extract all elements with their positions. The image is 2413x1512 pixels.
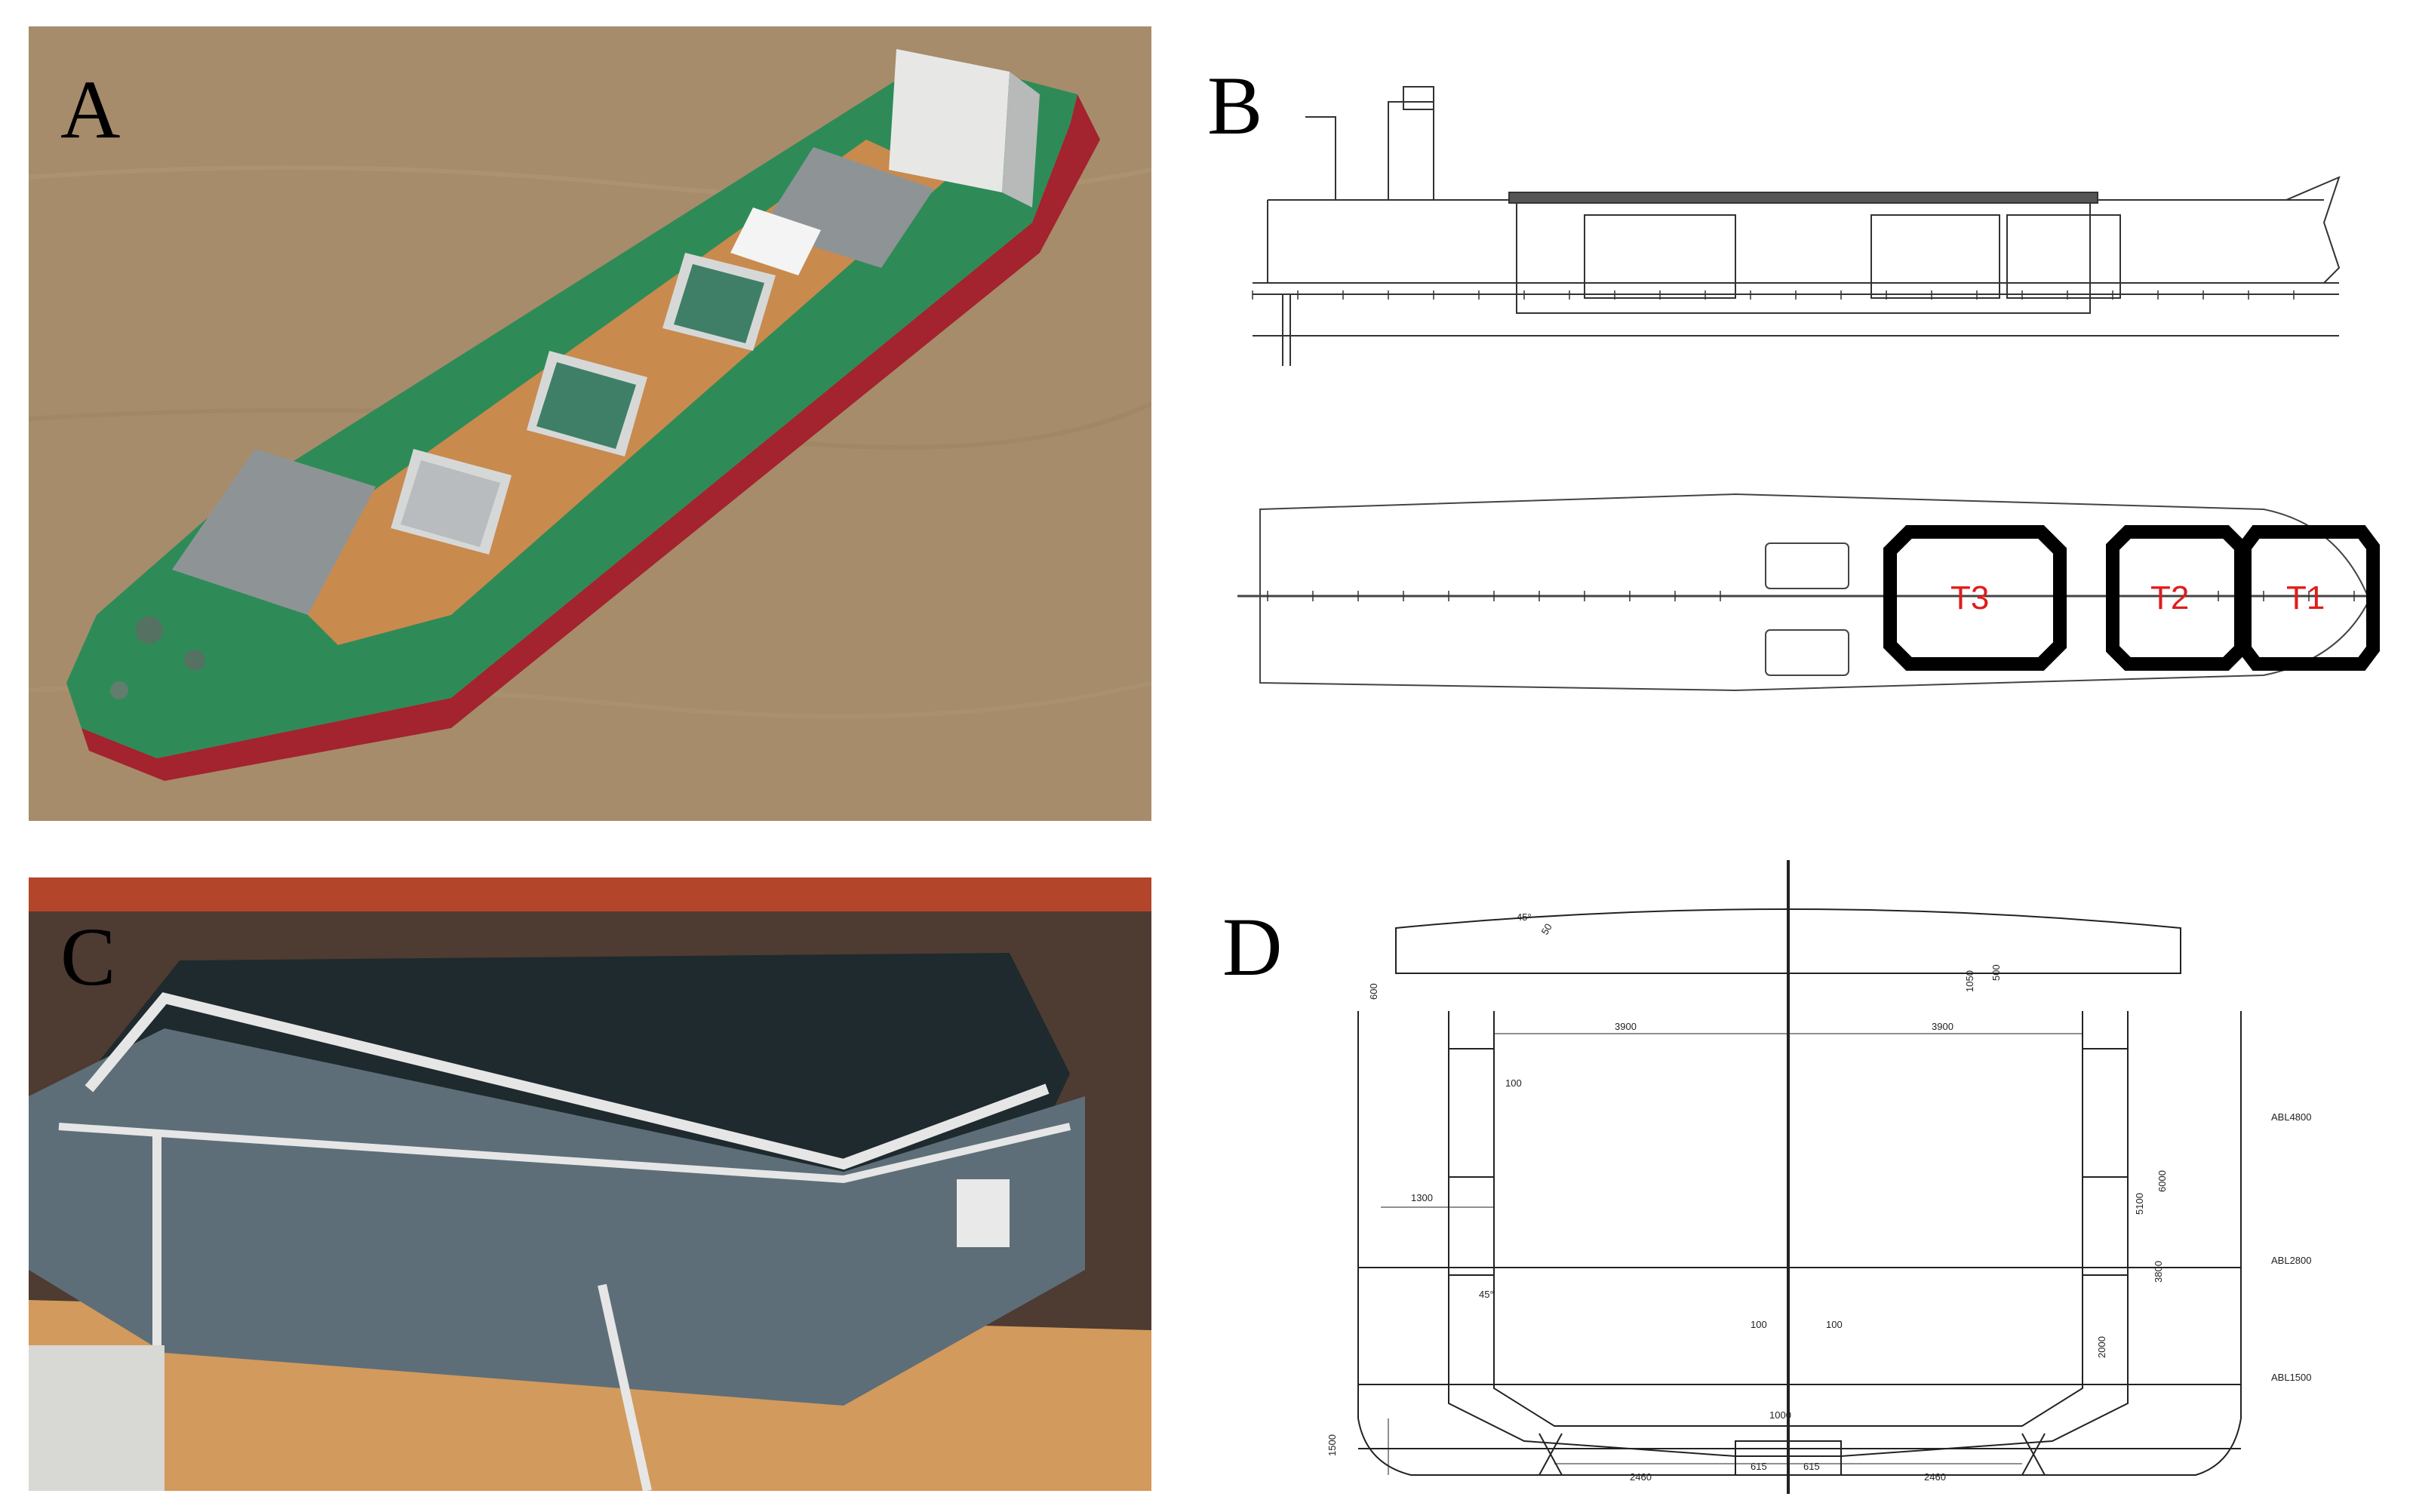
sensor-box — [957, 1179, 1010, 1247]
panel-a-ship-photo: A — [29, 26, 1151, 821]
panel-a-label: A — [60, 63, 121, 155]
label-abl1500: ABL1500 — [2271, 1372, 2312, 1383]
dim-center-right: 615 — [1803, 1461, 1820, 1472]
hatch-cover-fore — [172, 449, 376, 615]
top-railing — [85, 992, 1050, 1170]
ship-general-arrangement: T3 T2 T1 — [1237, 86, 2380, 692]
label-abl2800: ABL2800 — [2271, 1255, 2312, 1266]
tank-cross-section-drawing: 3900 3900 2460 2460 615 615 1300 1500 AB… — [1326, 860, 2312, 1494]
tank-t2-outline — [2106, 525, 2248, 671]
panel-c-label: C — [60, 911, 116, 1003]
tank-wall — [29, 1028, 1085, 1406]
dim-half-width-left: 3900 — [1615, 1021, 1637, 1032]
dim-depth-1000: 1000 — [1769, 1409, 1791, 1421]
profile-frame-ticks — [1252, 290, 2295, 300]
dim-side-offset: 1300 — [1411, 1192, 1433, 1203]
label-abl4800: ABL4800 — [2271, 1111, 2312, 1123]
dim-h-6000: 6000 — [2156, 1170, 2168, 1192]
dim-top-1050: 1050 — [1964, 970, 1975, 992]
dim-h-5100: 5100 — [2134, 1193, 2145, 1215]
cross-section-lines — [1357, 860, 2242, 1494]
dim-len-50: 50 — [1539, 921, 1554, 936]
tank-t2-label: T2 — [2150, 579, 2189, 616]
dim-height-left: 1500 — [1326, 1434, 1338, 1456]
dim-h-3800: 3800 — [2153, 1261, 2164, 1283]
dim-gap-100-a: 100 — [1505, 1077, 1522, 1089]
tank-t3-label: T3 — [1950, 579, 1989, 616]
plan-frame-ticks — [1267, 591, 2355, 601]
panel-c-tank-photo: C — [29, 877, 1151, 1491]
dim-bottom-right: 2460 — [1924, 1471, 1946, 1483]
equipment-box — [730, 207, 821, 275]
foreground-cabin — [29, 1345, 164, 1491]
tank-t1-outline — [2238, 525, 2380, 671]
bridge-superstructure — [889, 49, 1010, 192]
ship-aerial-illustration — [29, 26, 1151, 821]
dim-gap-100-b: 100 — [1751, 1319, 1767, 1330]
dim-top-600: 600 — [1368, 983, 1379, 1000]
dim-angle-45-low: 45° — [1479, 1289, 1494, 1300]
panel-b-ship-drawings: T3 T2 T1 B — [1207, 26, 2384, 781]
tank-t1-label: T1 — [2286, 579, 2325, 616]
panel-b-label: B — [1207, 60, 1263, 152]
dim-bottom-left: 2460 — [1630, 1471, 1652, 1483]
dim-h-2000: 2000 — [2096, 1336, 2107, 1358]
plan-tank-outlines — [1883, 525, 2380, 671]
panel-d-cross-section: 3900 3900 2460 2460 615 615 1300 1500 AB… — [1207, 860, 2384, 1501]
dim-center-left: 615 — [1751, 1461, 1767, 1472]
hall-roof — [29, 877, 1151, 911]
dim-top-500: 500 — [1990, 964, 2002, 981]
dim-angle-45-top: 45° — [1517, 911, 1532, 923]
dim-half-width-right: 3900 — [1932, 1021, 1953, 1032]
tank-t3-outline — [1883, 525, 2067, 671]
dim-gap-100-c: 100 — [1826, 1319, 1843, 1330]
profile-view — [1253, 86, 2341, 366]
panel-d-label: D — [1222, 901, 1283, 993]
tank-interior-illustration — [29, 877, 1151, 1491]
